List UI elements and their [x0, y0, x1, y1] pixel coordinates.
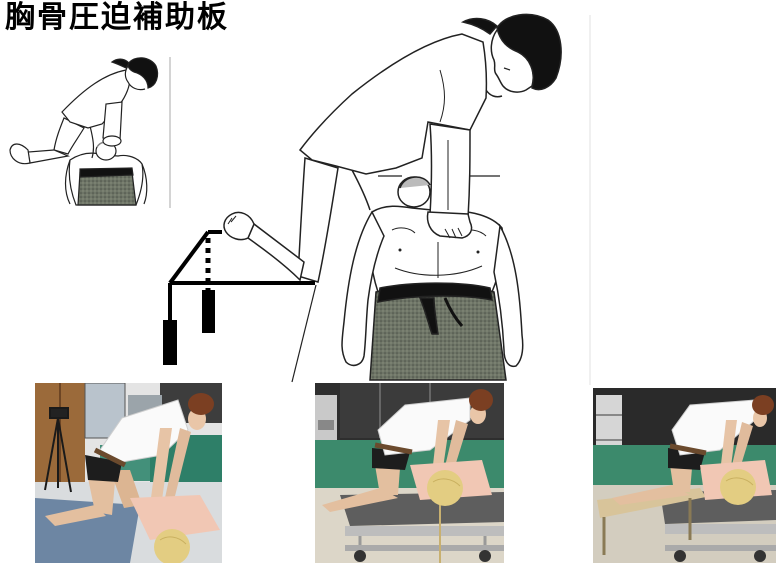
photo-floor-compression: [35, 383, 222, 563]
rescuer-shin: [248, 224, 304, 280]
small-cpr-illustration: [10, 57, 170, 208]
small-patient: [66, 142, 147, 205]
photo-bed-compression: [315, 383, 504, 563]
photo-bed-compression-with-board: [593, 388, 776, 563]
board-leg-back: [202, 290, 215, 333]
rescuer-arms: [430, 124, 470, 218]
rescuer-ponytail: [463, 19, 497, 34]
assist-board-diagram: [163, 232, 315, 365]
slide-title: 胸骨圧迫補助板: [5, 1, 229, 35]
rescuer-foot: [224, 212, 254, 239]
small-rescuer: [10, 58, 158, 164]
board-leg-front: [163, 320, 177, 365]
platform-edge-line: [292, 285, 316, 382]
main-cpr-illustration: [163, 14, 590, 385]
